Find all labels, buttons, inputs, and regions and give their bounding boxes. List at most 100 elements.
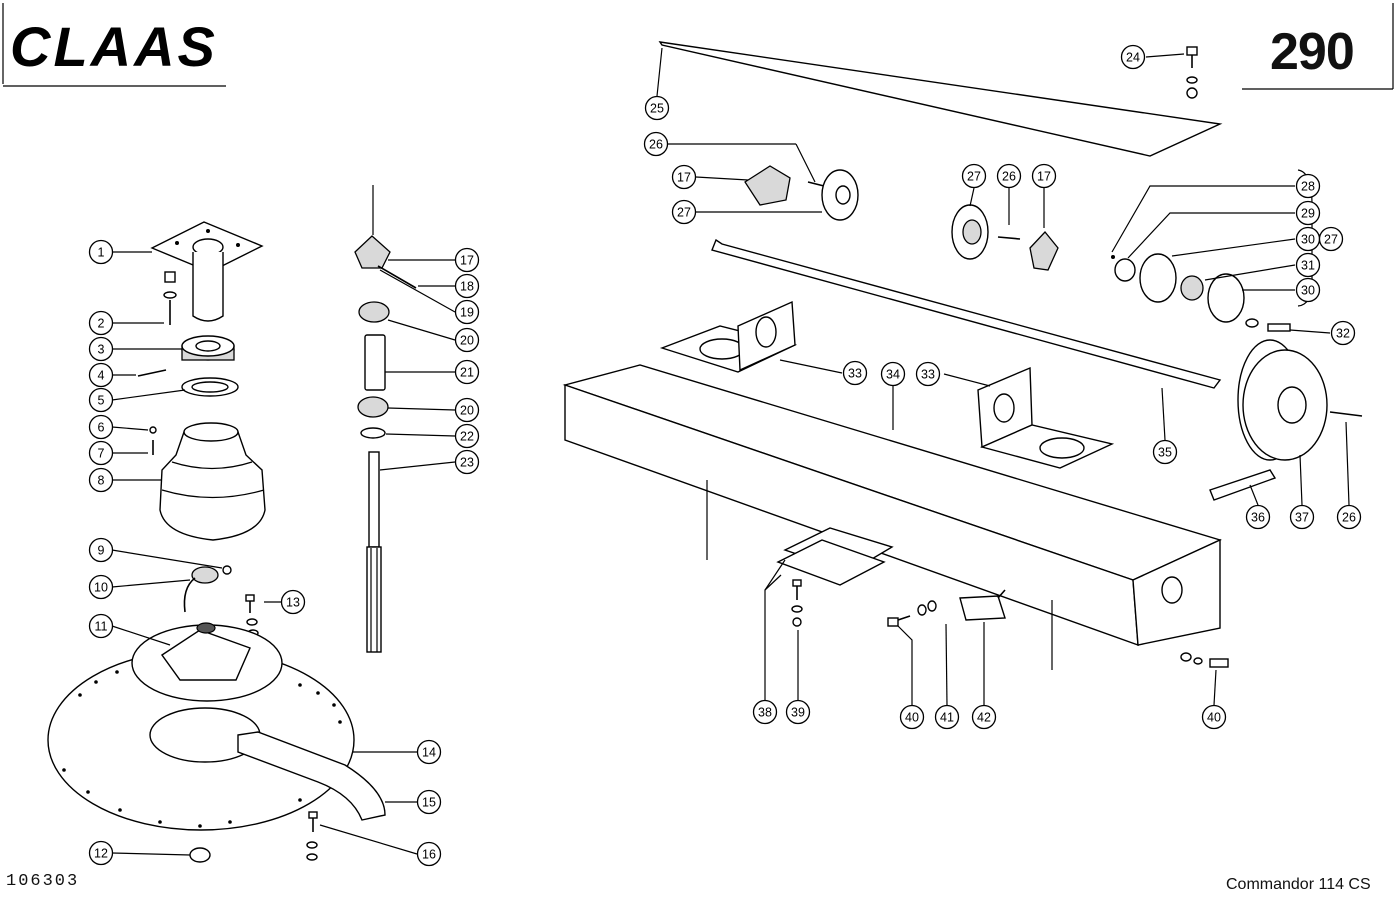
callout-label: 41	[940, 711, 954, 725]
callout-circle	[1120, 44, 1146, 70]
callout-label: 32	[1336, 327, 1350, 341]
callout-circle	[88, 440, 114, 466]
cone-housing-8	[159, 422, 266, 541]
bolt-16	[306, 811, 318, 861]
nut-9	[222, 565, 232, 575]
model-name: Commandor 114 CS	[1226, 876, 1371, 893]
key-4	[137, 369, 167, 377]
callout-circle	[1245, 504, 1271, 530]
callout-label: 29	[1301, 207, 1315, 221]
callout-label: 24	[1126, 51, 1140, 65]
callout-label: 30	[1301, 284, 1315, 298]
callout-circle	[88, 537, 114, 563]
callout-label: 7	[98, 447, 105, 461]
callout-label: 2	[98, 317, 105, 331]
callout-label: 42	[977, 711, 991, 725]
callout-circle	[454, 423, 480, 449]
callout-label: 37	[1295, 511, 1309, 525]
callout-circle	[1295, 173, 1321, 199]
callout-label: 27	[967, 170, 981, 184]
drawing-number: 106303	[6, 872, 80, 891]
callout-circle	[899, 704, 925, 730]
callout-label: 22	[460, 430, 474, 444]
callout-label: 19	[460, 306, 474, 320]
callout-label: 15	[422, 796, 436, 810]
callout-label: 16	[422, 848, 436, 862]
callout-label: 40	[1207, 711, 1221, 725]
callout-label: 10	[94, 581, 108, 595]
callout-label: 35	[1158, 446, 1172, 460]
callout-label: 38	[758, 706, 772, 720]
callout-label: 17	[1037, 170, 1051, 184]
callout-circle	[454, 247, 480, 273]
callout-circle	[671, 199, 697, 225]
bearing-unit-27	[1111, 253, 1291, 332]
callout-label: 26	[1002, 170, 1016, 184]
callout-label: 39	[791, 706, 805, 720]
callout-label: 6	[98, 421, 105, 435]
callout-circle	[1295, 200, 1321, 226]
callout-circle	[88, 362, 114, 388]
frame-34	[562, 364, 1222, 647]
callout-label: 36	[1251, 511, 1265, 525]
callout-circle	[1336, 504, 1362, 530]
callout-label: 31	[1301, 259, 1315, 273]
callout-circle	[88, 840, 114, 866]
callout-label: 27	[677, 206, 691, 220]
grease-nipple-6-7	[149, 426, 157, 455]
callout-label: 23	[460, 456, 474, 470]
bevel-gear-17-top	[744, 165, 859, 221]
bracket-33-right	[977, 366, 1115, 469]
callout-circle	[1152, 439, 1178, 465]
callout-circle	[880, 361, 906, 387]
callout-circle	[785, 699, 811, 725]
callout-circle	[454, 449, 480, 475]
callout-circle	[454, 359, 480, 385]
callout-circle	[88, 613, 114, 639]
callout-circle	[1295, 277, 1321, 303]
callout-circle	[88, 336, 114, 362]
callout-label: 28	[1301, 180, 1315, 194]
callout-label: 4	[98, 369, 105, 383]
callout-circle	[416, 739, 442, 765]
callout-label: 33	[848, 367, 862, 381]
callout-circle	[1031, 163, 1057, 189]
callout-label: 34	[886, 368, 900, 382]
callout-circle	[88, 310, 114, 336]
callout-label: 11	[95, 620, 108, 634]
callout-label: 27	[1324, 233, 1338, 247]
ball-bearing-3	[181, 335, 235, 361]
callout-label: 13	[286, 596, 300, 610]
bolt-13	[245, 594, 259, 637]
callout-circle	[1289, 504, 1315, 530]
mounting-plate	[150, 221, 264, 322]
callout-label: 1	[98, 246, 105, 260]
arm-15	[237, 731, 386, 821]
callout-circle	[643, 131, 669, 157]
callout-circle	[752, 699, 778, 725]
callout-circle	[88, 414, 114, 440]
callout-circle	[644, 95, 670, 121]
clip-12	[189, 847, 211, 863]
callout-circle	[934, 704, 960, 730]
callout-circle	[88, 574, 114, 600]
callout-circle	[1318, 226, 1344, 252]
clamp-40-42	[887, 589, 1229, 668]
callout-circle	[1330, 320, 1356, 346]
callout-circle	[961, 163, 987, 189]
callout-label: 40	[905, 711, 919, 725]
callout-circle	[1201, 704, 1227, 730]
callout-circle	[454, 327, 480, 353]
callout-circle	[416, 841, 442, 867]
callout-label: 26	[649, 138, 663, 152]
bolt-2	[163, 271, 177, 325]
frame-lines	[2, 3, 1394, 90]
callout-group: 1234567891011121314151617181920212022232…	[88, 44, 1362, 867]
callout-label: 9	[98, 544, 105, 558]
pulley-37	[1209, 339, 1363, 501]
callout-circle	[971, 704, 997, 730]
callout-label: 18	[460, 280, 474, 294]
callout-circle	[454, 397, 480, 423]
